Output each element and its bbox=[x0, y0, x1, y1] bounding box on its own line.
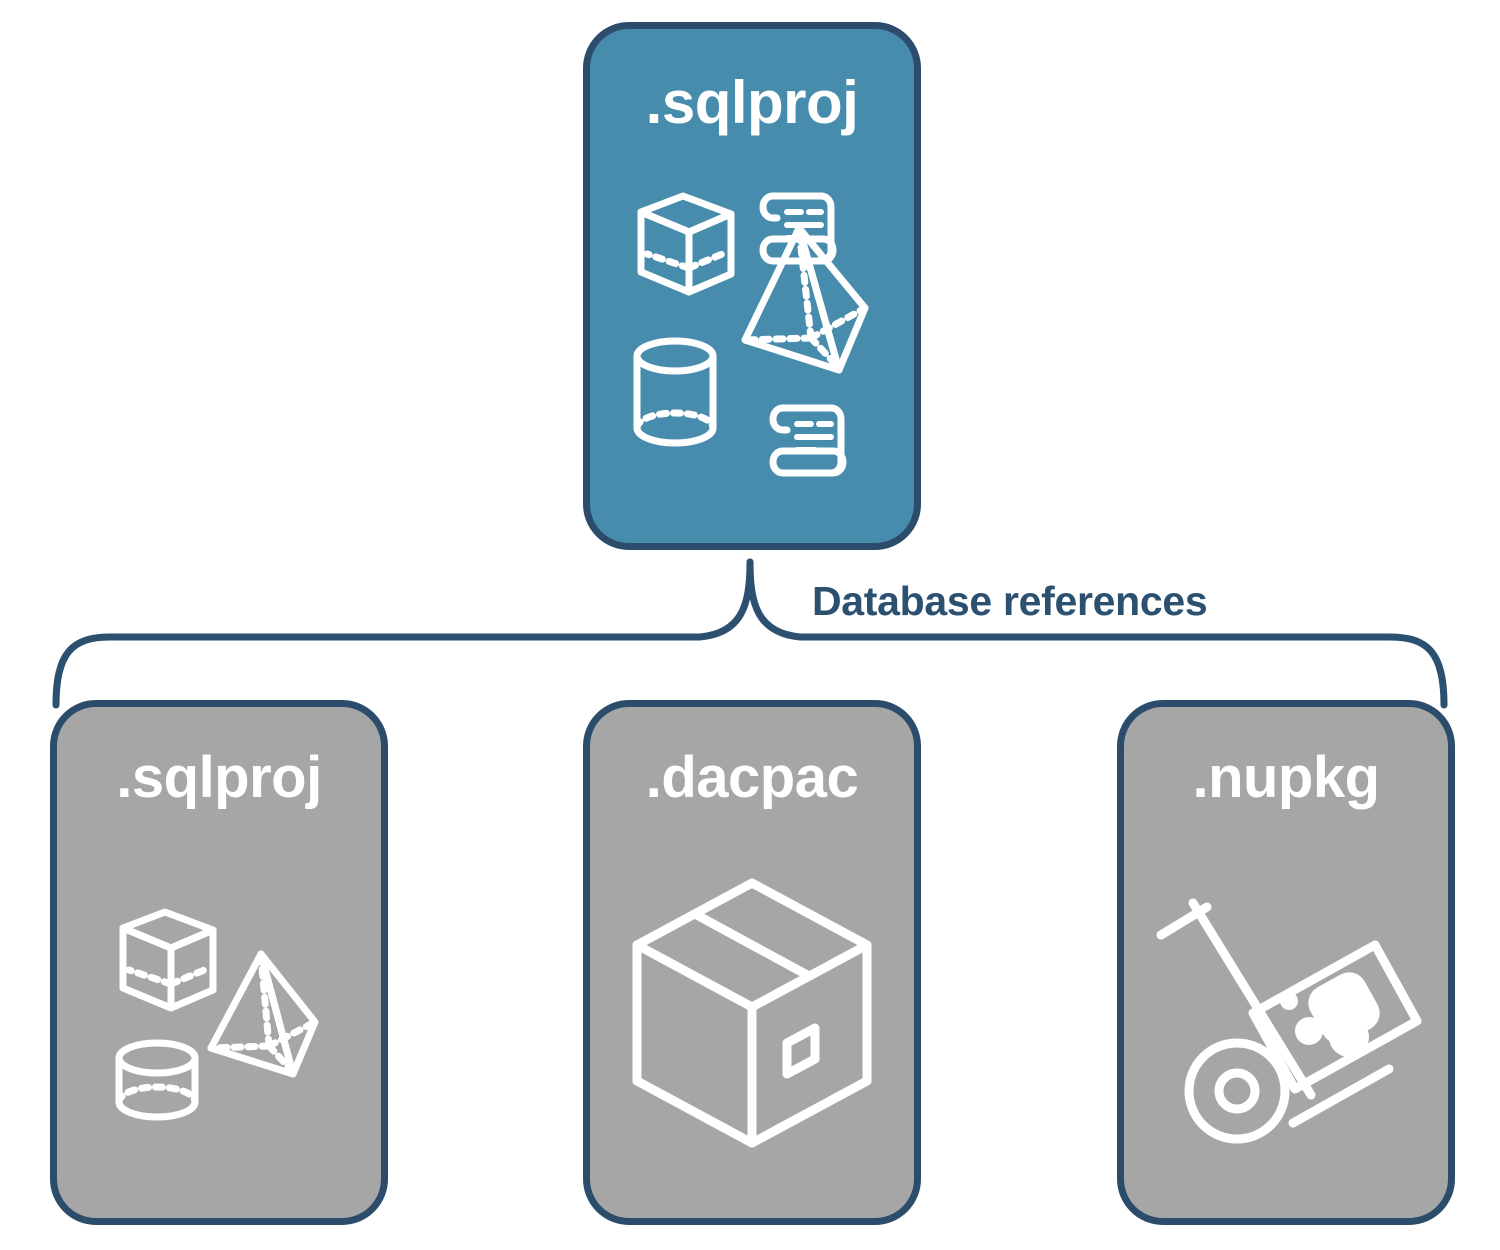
reference-dacpac-label: .dacpac bbox=[645, 745, 859, 810]
cube-wireframe-icon bbox=[119, 908, 217, 1011]
root-sqlproj-icon-stage bbox=[590, 133, 914, 543]
database-references-brace bbox=[52, 558, 1448, 709]
pyramid-wireframe-icon bbox=[207, 950, 319, 1077]
dolly-toe-plate bbox=[1288, 1064, 1394, 1127]
root-sqlproj-card[interactable]: .sqlproj bbox=[583, 22, 921, 550]
cube-wireframe-icon bbox=[637, 192, 735, 296]
database-references-label: Database references bbox=[812, 578, 1208, 624]
cylinder-wireframe-icon bbox=[115, 1039, 199, 1120]
reference-card-nupkg[interactable]: .nupkg bbox=[1117, 700, 1455, 1225]
reference-nupkg-label: .nupkg bbox=[1192, 745, 1380, 810]
dolly-handle bbox=[1156, 902, 1212, 939]
cylinder-wireframe-icon bbox=[633, 337, 717, 447]
nuget-package-box bbox=[1248, 940, 1422, 1093]
reference-shapes-icon-group bbox=[115, 908, 319, 1120]
brace-left-arm bbox=[52, 558, 754, 709]
script-scroll-icon bbox=[759, 192, 837, 265]
dolly-wheel bbox=[1184, 1038, 1290, 1143]
root-sqlproj-label: .sqlproj bbox=[645, 69, 859, 136]
reference-sqlproj-icon-stage bbox=[57, 807, 381, 1218]
nuget-glyph bbox=[1280, 971, 1380, 1057]
reference-nupkg-icon-stage bbox=[1124, 807, 1448, 1218]
dolly-frame-rail bbox=[1188, 898, 1316, 1099]
reference-card-sqlproj[interactable]: .sqlproj bbox=[50, 700, 388, 1225]
script-scroll-icon bbox=[769, 404, 847, 477]
reference-card-dacpac[interactable]: .dacpac bbox=[583, 700, 921, 1225]
root-shapes-icon-group bbox=[633, 192, 869, 477]
reference-sqlproj-label: .sqlproj bbox=[116, 745, 322, 810]
pyramid-wireframe-icon bbox=[741, 224, 869, 374]
hand-truck-package-icon bbox=[1156, 898, 1422, 1143]
shipping-box-icon bbox=[632, 878, 872, 1147]
reference-dacpac-icon-stage bbox=[590, 807, 914, 1218]
